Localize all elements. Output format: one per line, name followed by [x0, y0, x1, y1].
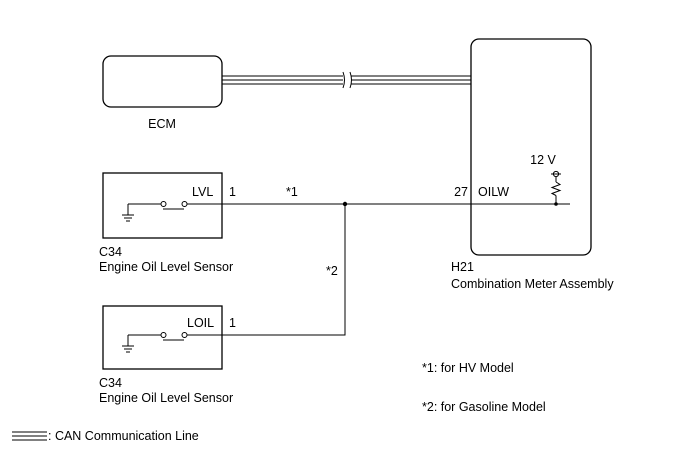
sensor-top-name: Engine Oil Level Sensor — [99, 260, 233, 274]
sensor-top-pin: 1 — [229, 185, 236, 199]
meter-signal-oilw: OILW — [478, 185, 509, 199]
ecm-label: ECM — [148, 117, 176, 131]
sensor-top-switch — [122, 201, 222, 222]
can-line-legend-label: : CAN Communication Line — [48, 429, 199, 443]
sensor-top-signal: LVL — [192, 185, 213, 199]
meter-code: H21 — [451, 260, 474, 274]
sensor-bottom-pin: 1 — [229, 316, 236, 330]
ecm-box — [102, 55, 223, 108]
note-hv-model: *1: for HV Model — [422, 361, 514, 375]
can-line-legend-symbol — [12, 431, 47, 441]
meter-name: Combination Meter Assembly — [451, 277, 614, 291]
sensor-bottom-code: C34 — [99, 376, 122, 390]
sensor-bottom-name: Engine Oil Level Sensor — [99, 391, 233, 405]
sensor-top-code: C34 — [99, 245, 122, 259]
supply-voltage-label: 12 V — [530, 153, 556, 167]
meter-pin-27: 27 — [454, 185, 468, 199]
combination-meter-box — [470, 38, 592, 256]
wire-mark-2: *2 — [326, 264, 338, 278]
wire-mark-1: *1 — [286, 185, 298, 199]
sensor-bottom-signal: LOIL — [187, 316, 214, 330]
sensor-bottom-switch — [122, 332, 222, 353]
can-communication-line — [222, 71, 471, 89]
pull-up-resistor — [550, 170, 562, 206]
wire-loil-branch — [222, 204, 346, 336]
note-gasoline-model: *2: for Gasoline Model — [422, 400, 546, 414]
